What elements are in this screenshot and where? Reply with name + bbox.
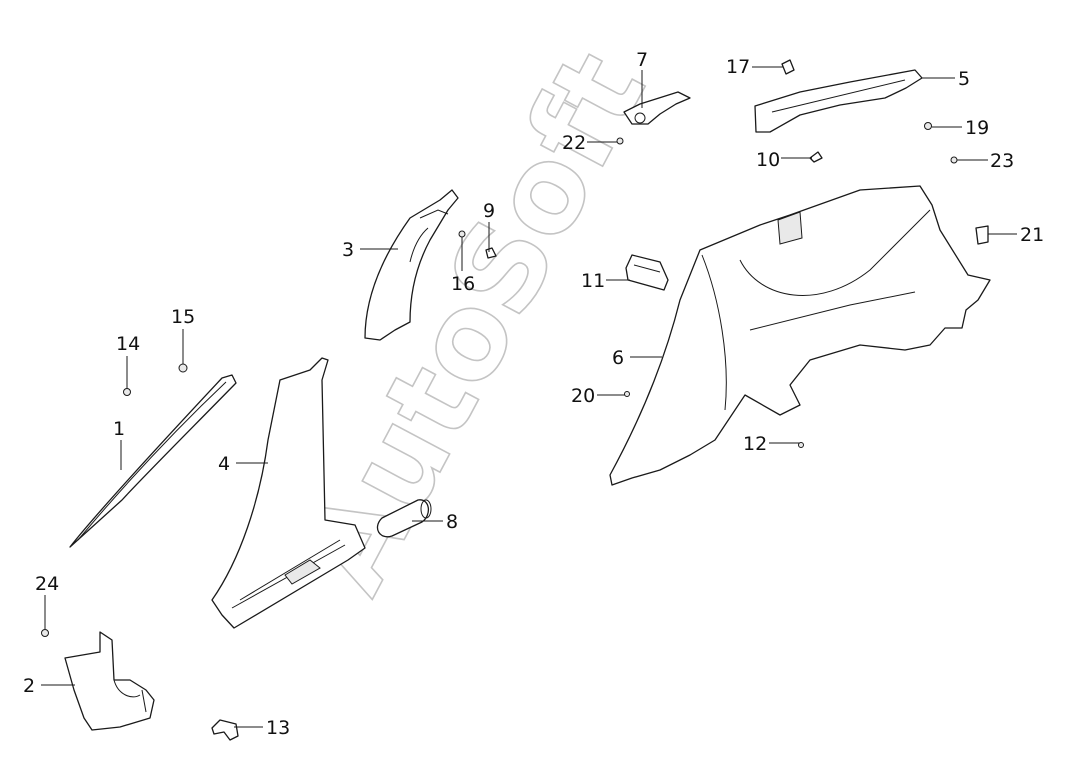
callout-4: 4: [218, 453, 230, 475]
callout-17: 17: [726, 56, 750, 78]
part-2-kick-panel[interactable]: [64, 631, 155, 731]
callout-22: 22: [562, 132, 586, 154]
callout-24: 24: [35, 573, 59, 595]
callout-11: 11: [581, 270, 605, 292]
callout-5: 5: [958, 68, 970, 90]
callout-13: 13: [266, 717, 290, 739]
fastener-17[interactable]: [781, 59, 795, 75]
callout-7: 7: [636, 49, 648, 71]
fastener-10[interactable]: [809, 151, 823, 163]
callout-12: 12: [743, 433, 767, 455]
fastener-14[interactable]: [123, 388, 131, 396]
callout-10: 10: [756, 149, 780, 171]
part-1-a-pillar-trim[interactable]: [69, 374, 237, 548]
callout-6: 6: [612, 347, 624, 369]
part-8-sleeve[interactable]: [376, 499, 432, 538]
callout-14: 14: [116, 333, 140, 355]
fastener-19[interactable]: [924, 122, 932, 130]
callout-9: 9: [483, 200, 495, 222]
part-13-clip[interactable]: [211, 719, 239, 741]
fastener-23[interactable]: [950, 156, 958, 164]
callout-16: 16: [451, 273, 475, 295]
callout-21: 21: [1020, 224, 1044, 246]
fastener-22[interactable]: [616, 137, 624, 145]
fastener-12[interactable]: [798, 442, 804, 448]
callout-15: 15: [171, 306, 195, 328]
callout-3: 3: [342, 239, 354, 261]
part-3-pillar-upper-trim[interactable]: [364, 189, 459, 341]
fastener-15[interactable]: [178, 363, 188, 373]
leader-lines: [41, 66, 1017, 728]
fastener-24[interactable]: [41, 629, 49, 637]
part-21-retainer[interactable]: [975, 225, 989, 245]
callout-2: 2: [23, 675, 35, 697]
callout-19: 19: [965, 117, 989, 139]
part-11-hook[interactable]: [625, 254, 669, 291]
part-4-b-pillar-trim[interactable]: [211, 357, 366, 629]
part-7-bracket[interactable]: [623, 91, 691, 125]
callout-20: 20: [571, 385, 595, 407]
fastener-20[interactable]: [624, 391, 630, 397]
part-5-trim-rail[interactable]: [754, 69, 923, 133]
callout-23: 23: [990, 150, 1014, 172]
fastener-16[interactable]: [458, 230, 466, 238]
callout-8: 8: [446, 511, 458, 533]
callout-1: 1: [113, 418, 125, 440]
part-6-quarter-trim-panel[interactable]: [609, 185, 991, 486]
